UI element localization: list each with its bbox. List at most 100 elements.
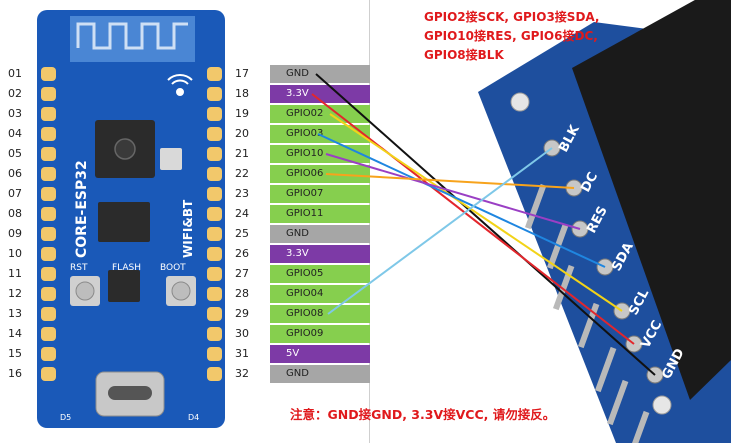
pin-label-gpio11: GPIO11 [270, 205, 370, 223]
flash-label: FLASH [112, 263, 141, 273]
pin-label-gpio10: GPIO10 [270, 145, 370, 163]
boot-label: BOOT [160, 263, 186, 273]
pin-number-left: 12 [8, 287, 22, 300]
castellated-pad [41, 67, 56, 81]
pin-label-gnd: GND [270, 365, 370, 383]
usb-c-opening [108, 386, 152, 400]
display-screen [572, 0, 731, 400]
pin-label-gpio07: GPIO07 [270, 185, 370, 203]
pin-number-right: 23 [235, 187, 249, 200]
castellated-pad [41, 347, 56, 361]
pin-number-left: 02 [8, 87, 22, 100]
castellated-pad [41, 267, 56, 281]
pin-number-left: 06 [8, 167, 22, 180]
pin-number-right: 24 [235, 207, 249, 220]
castellated-pad [207, 87, 222, 101]
pin-number-left: 10 [8, 247, 22, 260]
pin-number-right: 17 [235, 67, 249, 80]
castellated-pad [207, 367, 222, 381]
pin-number-left: 07 [8, 187, 22, 200]
board-wireless-label: WIFI&BT [181, 199, 195, 258]
castellated-pad [41, 87, 56, 101]
mount-hole-bottom [652, 395, 672, 415]
mount-hole-top [510, 92, 530, 112]
pin-number-left: 11 [8, 267, 22, 280]
pin-number-left: 13 [8, 307, 22, 320]
pin-number-right: 22 [235, 167, 249, 180]
castellated-pad [207, 267, 222, 281]
header-pin-leg [546, 223, 569, 270]
left-castellated-pads [41, 67, 56, 381]
pin-number-left: 09 [8, 227, 22, 240]
castellated-pad [207, 207, 222, 221]
castellated-pad [41, 227, 56, 241]
right-castellated-pads [207, 67, 222, 381]
dc-wire [325, 173, 575, 189]
castellated-pad [207, 127, 222, 141]
vcc-wire [311, 93, 635, 345]
antenna-trace [76, 22, 188, 50]
pin-number-left: 04 [8, 127, 22, 140]
sda-wire [317, 133, 606, 268]
wiring-warning: 注意：GND接GND, 3.3V接VCC, 请勿接反。 [290, 407, 556, 422]
castellated-pad [207, 327, 222, 341]
pin-number-left: 16 [8, 367, 22, 380]
castellated-pad [207, 307, 222, 321]
pin-label-33v: 3.3V [270, 245, 370, 263]
usb-uart-chip [108, 270, 140, 302]
castellated-pad [207, 167, 222, 181]
wiring-note-line: GPIO10接RES, GPIO6接DC, [424, 29, 598, 43]
pin-number-left: 05 [8, 147, 22, 160]
castellated-pad [41, 207, 56, 221]
castellated-pad [41, 167, 56, 181]
pin-label-gpio05: GPIO05 [270, 265, 370, 283]
pin-number-right: 29 [235, 307, 249, 320]
pin-number-left: 15 [8, 347, 22, 360]
pin-number-right: 21 [235, 147, 249, 160]
board-name: CORE-ESP32 [74, 160, 90, 258]
pin-number-right: 19 [235, 107, 249, 120]
pin-number-right: 28 [235, 287, 249, 300]
castellated-pad [207, 227, 222, 241]
castellated-pad [207, 287, 222, 301]
blk-wire [327, 147, 553, 315]
pin-number-right: 20 [235, 127, 249, 140]
pin-number-right: 25 [235, 227, 249, 240]
pin-number-right: 32 [235, 367, 249, 380]
castellated-pad [207, 67, 222, 81]
castellated-pad [41, 327, 56, 341]
led-d4-label: D4 [188, 413, 199, 422]
castellated-pad [41, 287, 56, 301]
pin-number-right: 18 [235, 87, 249, 100]
rst-label: RST [70, 263, 88, 273]
castellated-pad [41, 367, 56, 381]
espressif-logo [114, 138, 136, 160]
pin-label-gpio09: GPIO09 [270, 325, 370, 343]
castellated-pad [41, 247, 56, 261]
castellated-pad [41, 107, 56, 121]
castellated-pad [41, 187, 56, 201]
pin-label-gpio06: GPIO06 [270, 165, 370, 183]
wifi-icon [167, 74, 193, 96]
led-d5-label: D5 [60, 413, 71, 422]
boot-button-cap [171, 281, 191, 301]
scl-wire [329, 113, 623, 312]
pin-number-left: 08 [8, 207, 22, 220]
castellated-pad [41, 307, 56, 321]
castellated-pad [41, 147, 56, 161]
castellated-pad [207, 187, 222, 201]
crystal [160, 148, 182, 170]
wiring-note-line: GPIO8接BLK [424, 48, 504, 62]
pin-number-left: 03 [8, 107, 22, 120]
castellated-pad [207, 347, 222, 361]
castellated-pad [207, 247, 222, 261]
pin-number-left: 14 [8, 327, 22, 340]
pin-number-right: 26 [235, 247, 249, 260]
header-pin-leg [524, 183, 547, 230]
pin-number-right: 31 [235, 347, 249, 360]
pin-label-gpio08: GPIO08 [270, 305, 370, 323]
pin-label-gnd: GND [270, 225, 370, 243]
header-pin-leg [627, 410, 650, 443]
gnd-wire [315, 73, 656, 376]
